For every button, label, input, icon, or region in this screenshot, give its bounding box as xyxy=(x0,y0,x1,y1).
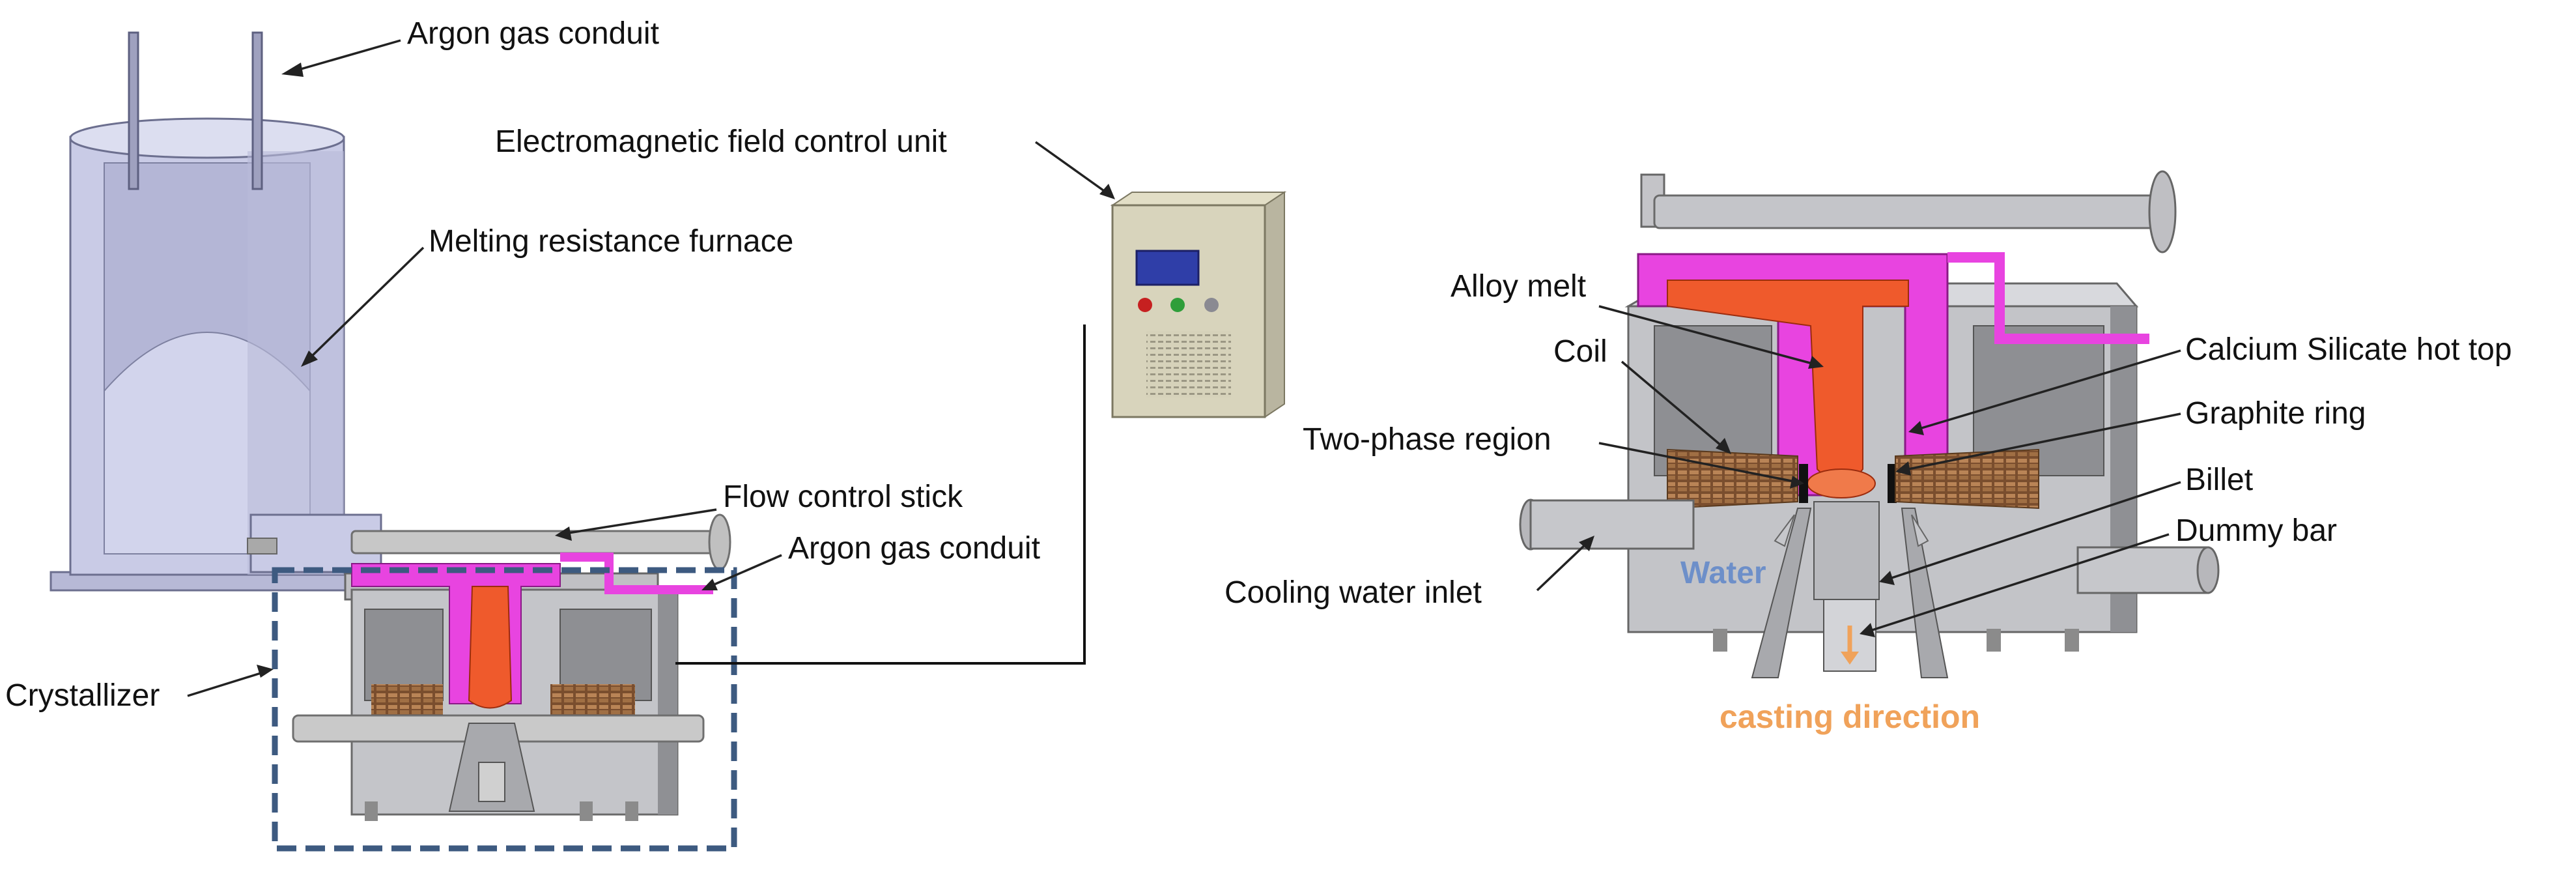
label-argon-gas-conduit-top: Argon gas conduit xyxy=(407,16,659,51)
green-indicator xyxy=(1170,298,1185,312)
label-dummy-bar: Dummy bar xyxy=(2175,513,2337,548)
label-crystallizer: Crystallizer xyxy=(5,678,160,713)
small-alloy-melt xyxy=(468,586,513,709)
label-calcium-silicate-hot-top: Calcium Silicate hot top xyxy=(2185,332,2512,367)
cooling-water-pipe-right xyxy=(2076,546,2209,594)
grey-indicator xyxy=(1204,298,1219,312)
large-argon-pipe xyxy=(1947,252,2149,344)
furnace-side-shade xyxy=(248,151,344,575)
red-indicator xyxy=(1138,298,1152,312)
crystallizer-dashed-frame xyxy=(272,567,737,852)
label-argon-gas-conduit-mid: Argon gas conduit xyxy=(788,531,1040,566)
crystallizer-small xyxy=(292,553,713,821)
label-casting-direction: casting direction xyxy=(1720,699,1980,735)
vent-grille xyxy=(1146,331,1231,397)
flow-control-stick xyxy=(350,513,731,571)
label-melting-furnace: Melting resistance furnace xyxy=(429,224,793,259)
small-argon-pipe xyxy=(560,553,713,594)
leader-lines xyxy=(187,39,2181,697)
melting-furnace xyxy=(50,117,365,592)
argon-gas-conduit-top xyxy=(128,31,263,190)
crystallizer-large xyxy=(1519,170,2220,678)
label-flow-control-stick: Flow control stick xyxy=(723,480,963,514)
large-coil-left xyxy=(1667,448,1798,510)
label-graphite-ring: Graphite ring xyxy=(2185,396,2366,431)
label-two-phase-region: Two-phase region xyxy=(1303,422,1551,457)
graphite-ring-right xyxy=(1888,464,1897,503)
em-control-unit xyxy=(1110,191,1287,418)
large-coil-right xyxy=(1895,448,2039,510)
label-cooling-water-inlet: Cooling water inlet xyxy=(1224,575,1482,610)
billet xyxy=(1813,501,1880,600)
label-coil: Coil xyxy=(1553,334,1607,369)
cooling-water-pipe-left xyxy=(1529,499,1695,550)
control-cable xyxy=(675,324,1086,665)
label-water: Water xyxy=(1680,556,1766,590)
label-em-control-unit: Electromagnetic field control unit xyxy=(495,124,947,159)
display-screen xyxy=(1135,250,1200,286)
label-billet: Billet xyxy=(2185,463,2253,497)
label-alloy-melt: Alloy melt xyxy=(1451,269,1586,304)
